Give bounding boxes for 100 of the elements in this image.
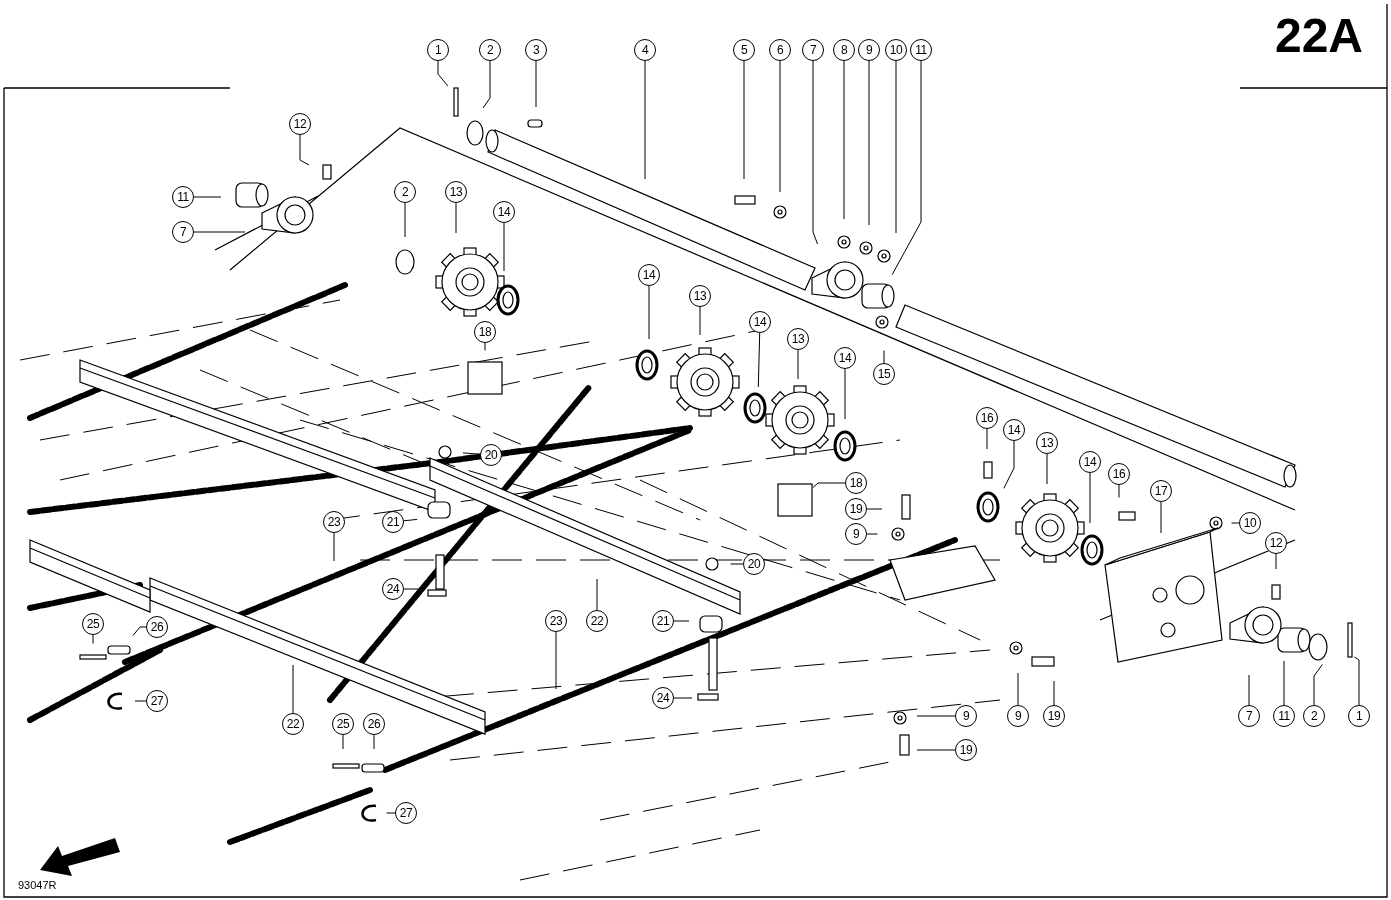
leader-line <box>535 60 537 108</box>
leader-line <box>482 60 491 109</box>
leader-line <box>503 222 505 272</box>
leader-line <box>403 518 418 522</box>
leader-line <box>462 452 481 455</box>
leader-line <box>1118 484 1120 498</box>
leader-line <box>342 734 344 750</box>
leader-line <box>386 812 396 814</box>
callout-number: 19 <box>1043 705 1065 727</box>
callout-number: 7 <box>172 221 194 243</box>
drawing-number: 93047R <box>18 879 57 891</box>
leader-line <box>193 196 222 198</box>
leader-line <box>916 715 956 717</box>
leader-line <box>916 749 956 751</box>
callout-number: 14 <box>749 311 771 333</box>
callout-number: 24 <box>382 578 404 600</box>
callout-number: 25 <box>332 713 354 735</box>
callout-number: 11 <box>910 39 932 61</box>
callout-number: 10 <box>1239 512 1261 534</box>
callout-number: 13 <box>445 181 467 203</box>
callout-number: 14 <box>1079 451 1101 473</box>
leader-line <box>1053 680 1055 706</box>
callout-number: 2 <box>1303 705 1325 727</box>
leader-line <box>437 60 449 87</box>
callout-number: 9 <box>845 523 867 545</box>
callout-number: 9 <box>858 39 880 61</box>
callout-number: 4 <box>634 39 656 61</box>
leader-line <box>1313 664 1323 706</box>
leader-line <box>743 60 745 180</box>
callout-number: 2 <box>394 181 416 203</box>
callout-number: 18 <box>845 472 867 494</box>
leader-line <box>132 626 147 636</box>
leader-line <box>1231 522 1240 524</box>
leader-line <box>868 60 870 226</box>
leader-line <box>866 533 878 535</box>
callout-number: 6 <box>769 39 791 61</box>
callout-number: 23 <box>323 511 345 533</box>
callout-number: 26 <box>146 616 168 638</box>
callout-number: 12 <box>1265 532 1287 554</box>
leader-line <box>134 700 147 702</box>
leader-line <box>648 285 650 340</box>
leader-line <box>644 60 646 180</box>
callout-number: 22 <box>586 610 608 632</box>
leader-line <box>891 60 922 276</box>
callout-number: 7 <box>802 39 824 61</box>
callout-number: 5 <box>733 39 755 61</box>
callout-number: 14 <box>638 264 660 286</box>
callout-number: 3 <box>525 39 547 61</box>
callout-number: 20 <box>743 553 765 575</box>
leader-line <box>1046 453 1048 485</box>
leader-line <box>1248 674 1250 706</box>
callout-number: 7 <box>1238 705 1260 727</box>
callout-number: 11 <box>1273 705 1295 727</box>
leader-line <box>1283 660 1285 706</box>
leader-line <box>673 697 693 699</box>
callout-number: 11 <box>172 186 194 208</box>
callout-number: 21 <box>652 610 674 632</box>
leader-line <box>1275 553 1277 570</box>
leader-line <box>812 60 818 245</box>
callout-number: 21 <box>382 511 404 533</box>
callout-number: 10 <box>885 39 907 61</box>
callout-number: 25 <box>82 613 104 635</box>
leader-line <box>1160 501 1162 534</box>
callout-number: 22 <box>282 713 304 735</box>
leader-line <box>484 342 486 351</box>
callout-number: 13 <box>1036 432 1058 454</box>
leader-line <box>797 349 799 380</box>
callout-number: 18 <box>474 321 496 343</box>
callout-number: 2 <box>479 39 501 61</box>
page-number: 22A <box>1274 12 1363 60</box>
callout-number: 14 <box>834 347 856 369</box>
leader-line <box>333 532 335 562</box>
callout-number: 9 <box>955 705 977 727</box>
leader-line <box>373 734 375 750</box>
leader-line <box>844 368 846 420</box>
callout-number: 15 <box>873 363 895 385</box>
callout-number: 12 <box>289 113 311 135</box>
callout-number: 16 <box>1108 463 1130 485</box>
leader-line <box>1354 656 1360 706</box>
leader-line <box>812 482 846 488</box>
leader-line <box>779 60 781 193</box>
callout-number: 8 <box>833 39 855 61</box>
leader-line <box>757 332 761 388</box>
leader-line <box>1003 440 1015 489</box>
leader-line <box>1017 672 1019 706</box>
leader-line <box>292 664 294 714</box>
callout-number: 13 <box>787 328 809 350</box>
callout-number: 1 <box>1348 705 1370 727</box>
leader-line <box>986 428 988 450</box>
leader-line <box>555 631 557 690</box>
callout-number: 17 <box>1150 480 1172 502</box>
callout-number: 24 <box>652 687 674 709</box>
callout-number: 16 <box>976 407 998 429</box>
leader-line <box>455 202 457 234</box>
leader-line <box>193 231 246 233</box>
callout-number: 23 <box>545 610 567 632</box>
callout-number: 9 <box>1007 705 1029 727</box>
callout-number: 20 <box>480 444 502 466</box>
callout-number: 1 <box>427 39 449 61</box>
leader-line <box>843 60 845 220</box>
